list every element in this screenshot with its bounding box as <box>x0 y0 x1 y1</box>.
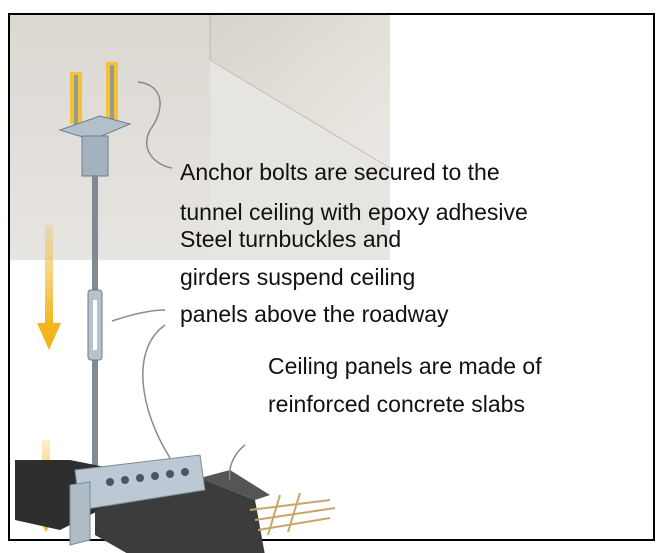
turnbuckle-rod <box>87 175 103 475</box>
anchor-line-2: tunnel ceiling with epoxy adhesive <box>180 199 528 225</box>
leader-lines <box>111 81 246 481</box>
panels-annotation: Ceiling panels are made of reinforced co… <box>268 353 548 417</box>
panels-line-1: Ceiling panels are made of <box>268 353 542 379</box>
ceiling-panels <box>15 454 336 553</box>
anchor-line-1: Anchor bolts are secured to the <box>180 159 500 185</box>
turnbuckle-line-3: panels above the roadway <box>180 301 449 327</box>
tunnel-ceiling-illustration <box>10 15 391 265</box>
turnbuckle-annotation: Steel turnbuckles and girders suspend ce… <box>180 226 449 327</box>
turnbuckle-line-1: Steel turnbuckles and <box>180 226 401 252</box>
down-arrow-icon <box>37 323 61 350</box>
anchor-annotation: Anchor bolts are secured to the tunnel c… <box>180 159 528 225</box>
anchor-bolts <box>58 62 132 177</box>
turnbuckle-line-2: girders suspend ceiling <box>180 264 415 290</box>
panels-line-2: reinforced concrete slabs <box>268 391 525 417</box>
